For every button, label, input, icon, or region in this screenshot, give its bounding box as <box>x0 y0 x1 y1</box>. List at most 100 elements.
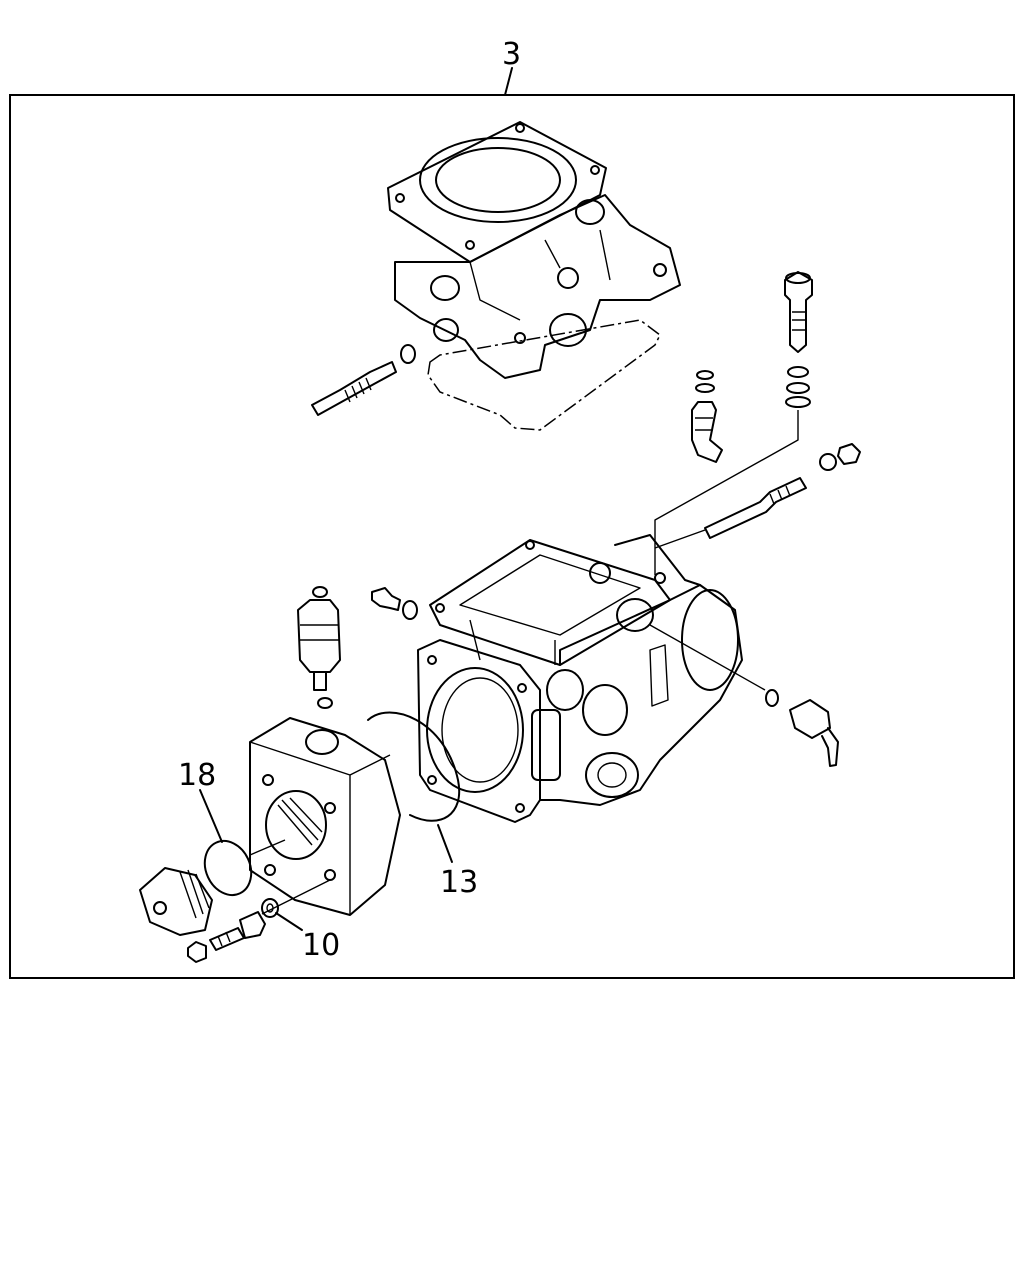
o-ring-small <box>203 839 253 897</box>
shaft-grooves <box>695 417 713 431</box>
housing-rear-boss <box>681 589 739 691</box>
o-ring-13[interactable]: 13 <box>367 711 478 901</box>
feed-pump-cover <box>249 717 401 916</box>
sensor-body <box>789 699 831 739</box>
bolt-shank <box>209 927 245 951</box>
cover-port <box>575 199 605 225</box>
cover-port <box>433 318 459 342</box>
washer-hole <box>266 903 274 913</box>
adjusting-screw <box>311 344 416 416</box>
stop-screw-nut <box>837 443 861 465</box>
screw-o-ring <box>400 344 416 364</box>
cover-edges <box>469 229 611 321</box>
cover-hole <box>395 193 405 203</box>
housing-bolt-hole <box>525 540 535 550</box>
cover-hole <box>465 240 475 250</box>
solenoid-bands <box>300 624 340 641</box>
screw-body <box>311 361 397 416</box>
housing-window <box>531 709 561 781</box>
housing-bolt-hole <box>654 572 666 584</box>
valve-rings <box>792 311 806 331</box>
washer-10[interactable]: 10 <box>261 898 340 963</box>
cover-bore-outer <box>419 137 577 223</box>
housing-bolt-hole <box>517 683 527 693</box>
housing-right-side <box>539 584 743 806</box>
shaft-clip <box>696 370 714 380</box>
governor-cover <box>387 121 681 431</box>
cover-hole <box>514 332 526 344</box>
threaded-plug <box>139 867 213 936</box>
housing-bore <box>426 667 524 793</box>
washer <box>261 898 279 918</box>
o-ring-large <box>367 711 461 822</box>
cover-bolt-hole <box>264 864 276 876</box>
sensor-fitting <box>649 624 839 767</box>
assembly-frame <box>9 94 1015 979</box>
solenoid-valve <box>297 586 341 709</box>
callout-3-label: 3 <box>502 37 521 72</box>
cover-flange <box>387 121 607 263</box>
housing-bolt-hole <box>435 603 445 613</box>
housing-port <box>616 598 654 632</box>
valve-leader <box>654 410 799 575</box>
housing-lower-boss <box>585 752 639 798</box>
housing-port <box>546 669 584 711</box>
plug-hole <box>153 901 167 915</box>
solenoid-terminal <box>312 586 328 598</box>
bolt-head <box>239 911 266 939</box>
callout-13-leader <box>437 824 453 863</box>
cover-port <box>557 267 579 289</box>
cover-port-thread <box>277 797 323 846</box>
housing-front-face <box>417 639 541 823</box>
stop-screw <box>654 443 861 549</box>
cover-hole <box>590 165 600 175</box>
callout-13-label: 13 <box>440 865 478 900</box>
pump-housing <box>417 534 743 823</box>
solenoid-body <box>297 599 341 673</box>
cover-block <box>249 717 401 916</box>
lever-shaft <box>691 370 723 463</box>
housing-bore-inner <box>441 677 519 783</box>
housing-top-port <box>589 562 611 584</box>
o-ring-18[interactable]: 18 <box>178 758 286 903</box>
valve-top <box>785 272 811 284</box>
solenoid-o-ring <box>317 697 333 709</box>
delivery-valve-stack <box>654 271 813 575</box>
housing-lower-port <box>597 762 627 788</box>
cover-bolt-hole <box>324 869 336 881</box>
screw-thread <box>344 377 372 403</box>
sensor-lead <box>821 727 839 767</box>
housing-top-opening <box>459 554 641 636</box>
bolt-head <box>371 587 401 611</box>
callout-10-leader <box>275 912 303 931</box>
housing-slot <box>649 644 669 707</box>
stop-screw-thread <box>769 485 791 505</box>
cover-body <box>394 194 681 379</box>
cover-bolt-hole <box>324 802 336 814</box>
shaft-body <box>691 401 723 463</box>
cover-top-port <box>305 729 339 755</box>
solenoid-stem <box>313 671 327 691</box>
housing-top-flange <box>429 539 671 666</box>
stop-screw-washer <box>819 453 837 471</box>
sensor-o-ring <box>765 689 779 707</box>
housing-bolt-hole <box>427 775 437 785</box>
valve-o-ring <box>786 382 810 394</box>
callout-18-leader <box>199 789 223 843</box>
callout-3[interactable]: 3 <box>502 37 521 96</box>
housing-bolt <box>371 587 418 620</box>
callout-10-label: 10 <box>302 928 340 963</box>
cover-bore-inner <box>435 147 561 213</box>
cover-edges <box>249 741 391 915</box>
cover-port <box>549 313 587 347</box>
bolt-thread <box>217 931 231 947</box>
cover-main-port <box>265 790 327 860</box>
valve-o-ring <box>785 396 811 408</box>
callout-3-leader <box>504 67 513 96</box>
cover-hole <box>515 123 525 133</box>
cover-hole <box>653 263 667 277</box>
housing-rear-top <box>614 534 701 586</box>
housing-bolt-hole <box>427 655 437 665</box>
callout-18-label: 18 <box>178 758 216 793</box>
